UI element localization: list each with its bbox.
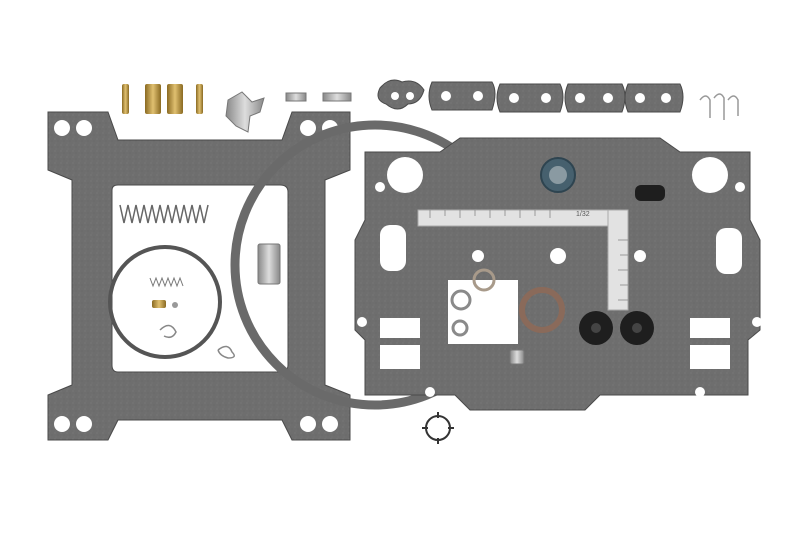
ruler-label: 1/32 <box>576 211 590 218</box>
pump-cup-seal <box>519 287 565 333</box>
large-spring <box>119 204 209 224</box>
brass-plug <box>509 349 525 365</box>
small-metal-part-2 <box>322 92 352 102</box>
filter-screen <box>257 243 281 285</box>
o-ring-3 <box>451 319 469 337</box>
vacuum-cap <box>635 185 665 201</box>
o-ring-2 <box>450 289 472 311</box>
float-level-gauge <box>417 209 629 311</box>
small-spring <box>149 276 184 288</box>
metal-bracket <box>225 91 265 133</box>
o-ring-1 <box>472 268 496 292</box>
small-clips <box>699 93 739 120</box>
retaining-clip <box>217 345 235 359</box>
needle-and-seat-jets <box>122 84 203 114</box>
small-gasket-row <box>377 79 684 113</box>
small-o-ring <box>108 245 222 359</box>
small-metal-part-1 <box>285 92 307 102</box>
check-ball <box>172 302 178 308</box>
brass-pin <box>152 300 166 308</box>
air-horn-gasket <box>354 137 762 411</box>
star-retaining-ring <box>422 412 454 444</box>
wire-clip <box>159 324 177 339</box>
